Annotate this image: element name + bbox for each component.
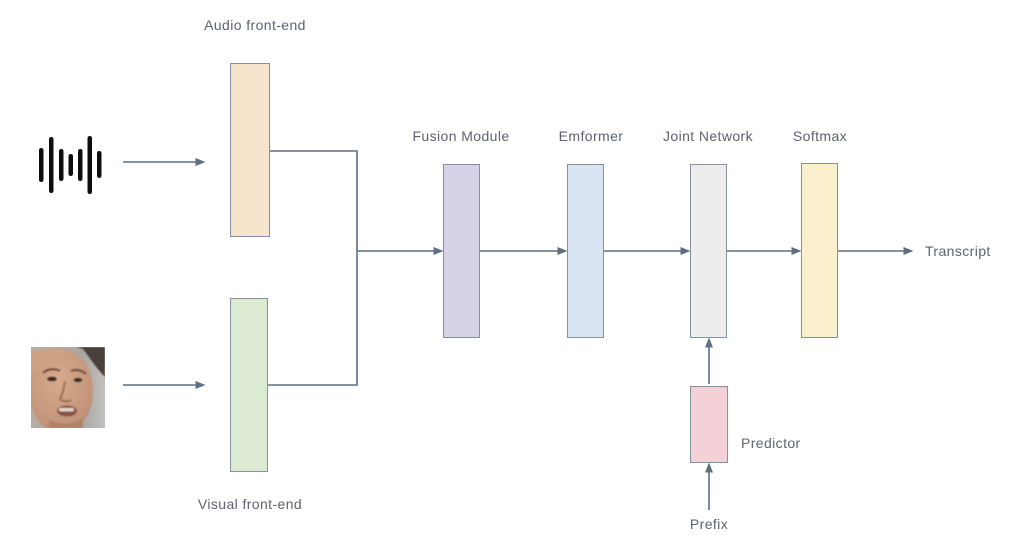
node-audio-front-end xyxy=(230,63,270,237)
speaker-face-image xyxy=(31,347,105,428)
node-emformer xyxy=(567,164,604,338)
waveform-icon xyxy=(39,136,102,194)
label-predictor: Predictor xyxy=(741,435,801,451)
label-emformer: Emformer xyxy=(558,128,624,144)
node-joint-network xyxy=(690,164,727,338)
label-transcript: Transcript xyxy=(925,243,991,259)
node-visual-front-end xyxy=(230,298,268,472)
node-predictor xyxy=(690,386,728,463)
label-fusion-module: Fusion Module xyxy=(412,128,510,144)
node-fusion-module xyxy=(443,164,480,338)
label-prefix: Prefix xyxy=(689,516,729,532)
merge-bracket-line xyxy=(268,150,358,386)
label-visual-front-end: Visual front-end xyxy=(197,496,303,512)
label-audio-front-end: Audio front-end xyxy=(204,17,306,33)
label-softmax: Softmax xyxy=(792,128,848,144)
node-softmax xyxy=(801,163,838,338)
label-joint-network: Joint Network xyxy=(662,128,753,144)
